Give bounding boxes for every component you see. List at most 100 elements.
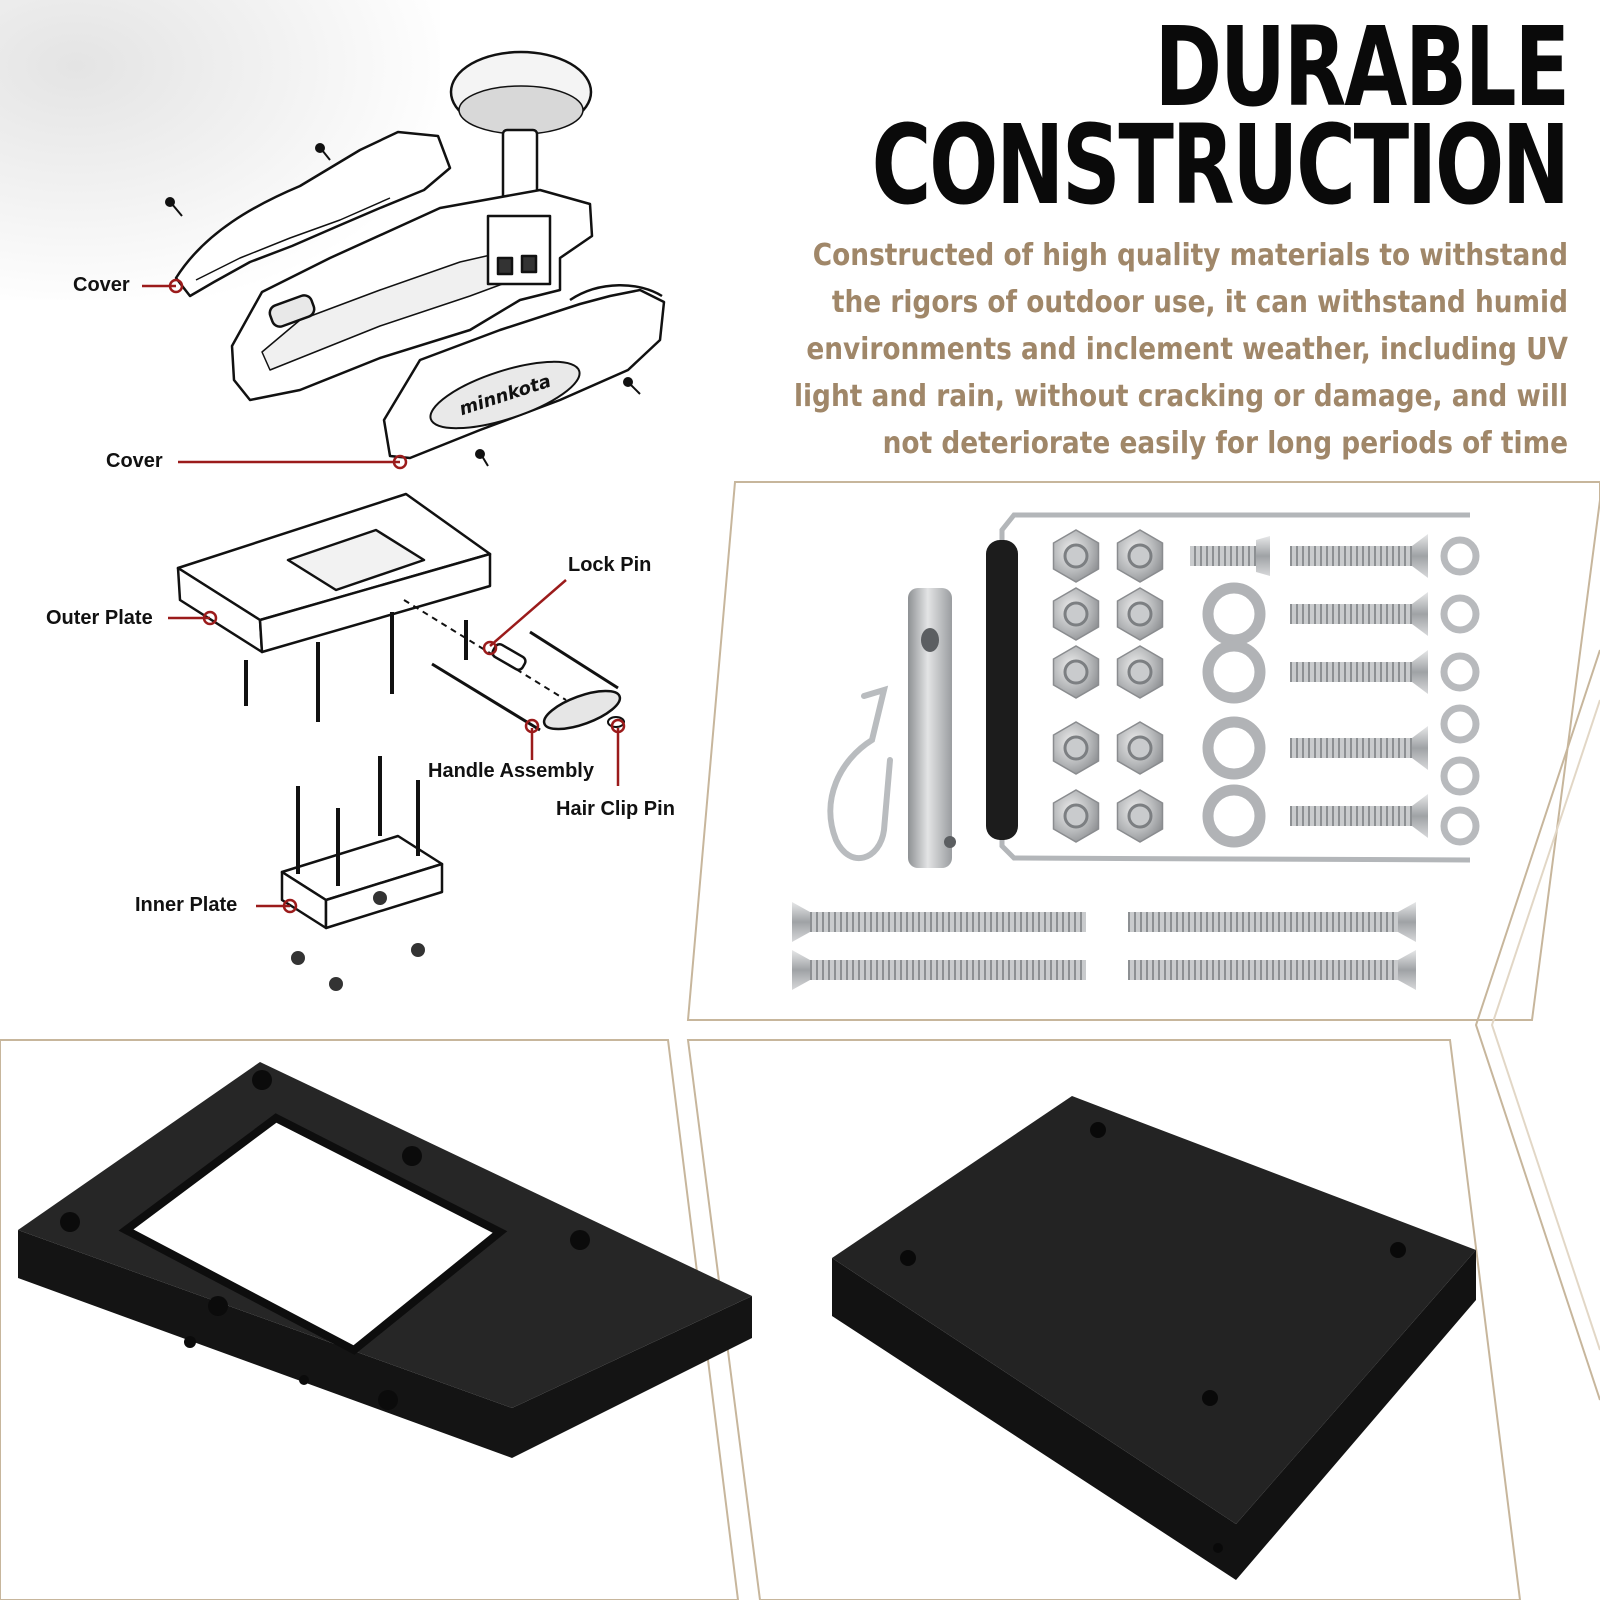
machine-screw xyxy=(1290,604,1412,624)
outer-plate-panel-frame xyxy=(0,1039,740,1600)
long-bolt-head xyxy=(792,950,810,990)
label-cover-bottom: Cover xyxy=(106,450,163,472)
short-screw-head xyxy=(1256,536,1270,576)
side-hole xyxy=(299,1375,309,1385)
bottom-cover-grip xyxy=(569,284,663,302)
plate-bolts xyxy=(244,612,468,722)
mount-hole xyxy=(1090,1122,1106,1138)
chevron-decoration-inner xyxy=(1490,699,1600,1351)
mount-hole xyxy=(60,1212,80,1232)
screw-head xyxy=(315,143,325,153)
handle-grip-photo xyxy=(986,540,1018,840)
outer-plate-photo-holes xyxy=(60,1070,590,1410)
title-line-2: CONSTRUCTION xyxy=(871,101,1570,229)
small-washer xyxy=(1440,594,1480,634)
inner-plate-photo-side xyxy=(832,1250,1476,1580)
label-cover-top: Cover xyxy=(73,274,130,296)
leader-lock-pin xyxy=(489,579,567,647)
mount-hole xyxy=(1390,1242,1406,1258)
flat-washer xyxy=(1202,640,1266,704)
machine-screw-head xyxy=(1412,534,1428,578)
inner-plate-photo-holes xyxy=(900,1122,1406,1553)
short-screw xyxy=(1190,546,1256,566)
screw-column xyxy=(1190,534,1428,838)
panel-frames xyxy=(0,481,1600,1600)
control-knob-shade xyxy=(458,85,584,135)
lock-pin-guide xyxy=(403,599,567,701)
hex-nut-bore xyxy=(1127,601,1153,627)
screw-head xyxy=(623,377,633,387)
label-hair-clip-pin: Hair Clip Pin xyxy=(556,798,675,820)
machine-screw xyxy=(1290,806,1412,826)
small-washer xyxy=(1440,536,1480,576)
plate-diagram xyxy=(176,492,625,991)
hex-nut-bore xyxy=(1063,543,1089,569)
hex-nut-bore xyxy=(1063,659,1089,685)
long-bolt-head xyxy=(1398,950,1416,990)
mount-hole xyxy=(900,1250,916,1266)
machine-screw-head xyxy=(1412,592,1428,636)
page-title: DURABLE CONSTRUCTION xyxy=(871,3,1571,229)
machine-screw xyxy=(1290,662,1412,682)
hex-nut-bore xyxy=(1127,659,1153,685)
handle-rod xyxy=(431,662,541,732)
flat-washer xyxy=(1202,716,1266,780)
lock-pin-hole xyxy=(944,836,956,848)
hex-nut-bore xyxy=(1063,803,1089,829)
small-washer xyxy=(1440,756,1480,796)
lock-pin-hole xyxy=(921,628,939,652)
leader-dot xyxy=(168,278,184,294)
inner-plate-photo-top xyxy=(832,1096,1476,1524)
description-text: Constructed of high quality materials to… xyxy=(793,238,1568,461)
label-leaders xyxy=(142,278,626,914)
nut xyxy=(329,977,343,991)
screw xyxy=(629,383,641,395)
hex-nut-bore xyxy=(1127,543,1153,569)
lock-pin-photo xyxy=(908,588,952,868)
machine-screw xyxy=(1290,546,1412,566)
label-inner-plate: Inner Plate xyxy=(135,894,238,916)
inner-plate-panel-frame xyxy=(686,1039,1522,1600)
mount-hole xyxy=(252,1070,272,1090)
leader-dot xyxy=(202,610,218,626)
outer-plate-window xyxy=(286,528,426,592)
leader-dot xyxy=(610,718,626,734)
screw xyxy=(171,203,183,217)
chevron-decoration xyxy=(1474,649,1600,1401)
mount-hole xyxy=(1202,1390,1218,1406)
washer-column xyxy=(1202,582,1266,848)
hardware-kit-photo xyxy=(792,512,1480,990)
long-bolt xyxy=(810,912,1086,932)
label-lock-pin: Lock Pin xyxy=(568,554,652,576)
mount-hole xyxy=(402,1146,422,1166)
screw-head xyxy=(475,449,485,459)
long-bolt xyxy=(1128,960,1398,980)
nut xyxy=(411,943,425,957)
leader-dot xyxy=(282,898,298,914)
hex-nut-bore xyxy=(1063,601,1089,627)
long-bolt xyxy=(1128,912,1398,932)
flat-washer xyxy=(1202,784,1266,848)
machine-screw-head xyxy=(1412,726,1428,770)
top-cover-detail xyxy=(195,197,391,281)
handle-rod xyxy=(529,630,619,690)
small-washer xyxy=(1440,806,1480,846)
flat-washer xyxy=(1202,582,1266,646)
top-cover-part xyxy=(174,130,452,298)
label-outer-plate: Outer Plate xyxy=(46,607,153,629)
small-washer-column xyxy=(1440,536,1480,846)
inner-plate-bolts xyxy=(296,756,420,886)
nut xyxy=(373,891,387,905)
hex-nut-bore xyxy=(1063,735,1089,761)
mount-body-switch xyxy=(268,294,316,328)
title-line-1: DURABLE xyxy=(1154,3,1571,131)
machine-screw-head xyxy=(1412,650,1428,694)
long-bolts xyxy=(792,902,1416,990)
hardware-panel-frame xyxy=(686,481,1600,1021)
leader-dot xyxy=(524,718,540,734)
small-washer xyxy=(1440,652,1480,692)
bracket-hole xyxy=(496,256,514,276)
machine-screw-head xyxy=(1412,794,1428,838)
